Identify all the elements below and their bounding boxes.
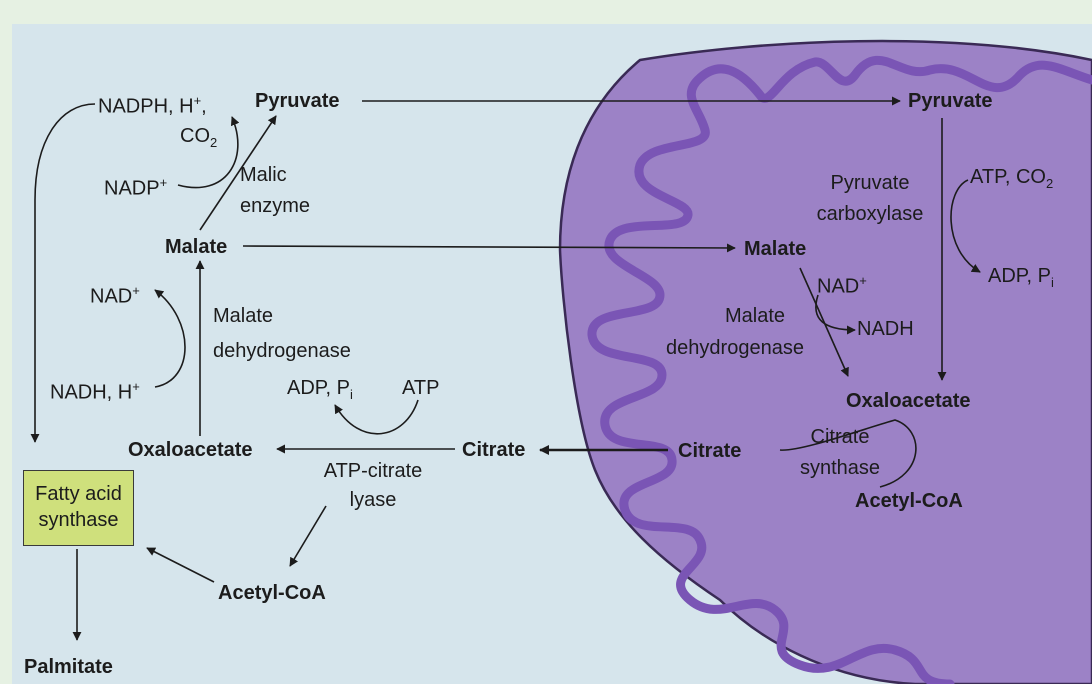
mitochondrion [560,41,1092,684]
cytosol-malate-dh-line1: Malate [213,305,273,327]
cytosol-malate-dh-line2: dehydrogenase [213,340,351,362]
pyruvate-carboxylase-line2: carboxylase [805,203,935,225]
fas-label-line1: Fatty acid [24,481,133,507]
cytosol-oxaloacetate: Oxaloacetate [128,439,253,461]
atp-co2-label: ATP, CO2 [970,166,1053,195]
atp-label: ATP [402,377,439,399]
mito-adp-pi-label: ADP, Pi [988,265,1054,294]
citrate-synthase-line1: Citrate [795,426,885,448]
cytosol-acetyl-coa: Acetyl-CoA [218,582,326,604]
palmitate: Palmitate [24,656,113,678]
citrate-synthase-line2: synthase [785,457,895,479]
fas-label-line2: synthase [24,507,133,533]
cytosol-malate: Malate [165,236,227,258]
mito-pyruvate: Pyruvate [908,90,993,112]
mito-oxaloacetate: Oxaloacetate [846,390,971,412]
mito-nadh-label: NADH [857,318,914,340]
nad-label: NAD+ [90,280,140,308]
malic-enzyme-label-line2: enzyme [240,195,310,217]
cytosol-pyruvate: Pyruvate [255,90,340,112]
pyruvate-carboxylase-line1: Pyruvate [815,172,925,194]
arrow-lyase-to-acetylcoa [290,506,326,566]
mito-citrate: Citrate [678,440,741,462]
arrow-nadh-to-nad [155,290,185,387]
mito-malate: Malate [744,238,806,260]
mito-malate-dh-line2: dehydrogenase [645,337,825,359]
atp-citrate-lyase-line2: lyase [318,489,428,511]
co2-label: CO2 [180,125,217,154]
mito-malate-dh-line1: Malate [700,305,810,327]
arrow-acetylcoa-to-fas [147,548,214,582]
nadph-label: NADPH, H+, [98,90,207,118]
nadp-label: NADP+ [104,172,167,200]
fatty-acid-synthase-box: Fatty acid synthase [23,470,134,546]
nadh-h-label: NADH, H+ [50,376,140,404]
mito-nad-label: NAD+ [817,270,867,298]
atp-citrate-lyase-line1: ATP-citrate [318,460,428,482]
malic-enzyme-label-line1: Malic [240,164,287,186]
mito-acetyl-coa: Acetyl-CoA [855,490,963,512]
adp-pi-label: ADP, Pi [287,377,353,406]
cytosol-citrate: Citrate [462,439,525,461]
